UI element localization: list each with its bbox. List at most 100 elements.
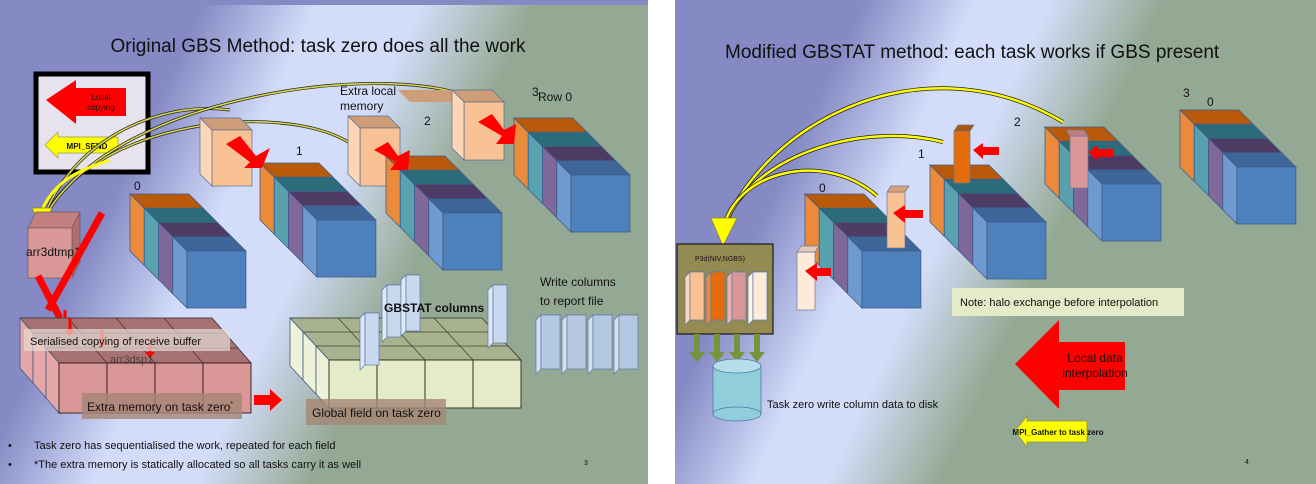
label-local-interp-line2: interpolation (1062, 366, 1127, 380)
grid-cell (472, 359, 522, 409)
label-local-interp-line1: Local data (1067, 351, 1123, 365)
p3d-column (747, 271, 768, 326)
task-2-slab (1044, 126, 1162, 242)
global-field-grid (289, 316, 522, 410)
yellow-arrow-icon (1014, 415, 1088, 449)
copy-to-global-arrow-icon (254, 389, 282, 411)
label-extra-local-memory-line1: Extra local (340, 84, 396, 98)
down-arrow-icon (689, 352, 705, 362)
task-3-slab (513, 117, 631, 233)
disk-icon (712, 358, 762, 422)
extra-local-memory-boxes (199, 89, 505, 187)
slab-front-blue (570, 174, 631, 233)
label-task-3: 3 (532, 85, 539, 99)
slab-front-blue (1236, 166, 1297, 225)
label-task-0: 0 (819, 181, 826, 195)
write-arrows (689, 334, 765, 362)
peach-box-3 (398, 89, 505, 161)
report-column (561, 314, 587, 375)
label-p3d: P3d(NIV,NGBS) (695, 256, 745, 263)
report-column (613, 314, 639, 375)
label-task-0: 0 (134, 179, 141, 193)
label-global-field: Global field on task zero (312, 406, 441, 420)
red-arrow-icon (374, 142, 410, 170)
gbstat-column (381, 284, 402, 343)
bullet-2: *The extra memory is statically allocate… (34, 459, 361, 471)
label-disk-write: Task zero write column data to disk (767, 399, 939, 411)
gbs-column-task1 (886, 185, 923, 249)
extra-memory-label-bg (82, 393, 242, 419)
label-row-0: 0 (1207, 95, 1214, 109)
curve-arrowhead-icon (710, 217, 738, 247)
report-column (587, 314, 613, 375)
red-arrow-icon (893, 205, 923, 223)
gbs-column-task0 (796, 245, 831, 311)
red-arrow-icon (478, 114, 516, 144)
red-arrow-icon (1088, 145, 1113, 161)
label-task-3: 3 (1183, 86, 1190, 100)
slide-3-canvas: Original GBS Method: task zero does all … (0, 0, 648, 484)
p3d-column (705, 271, 726, 326)
gbs-column-task3 (1065, 129, 1113, 189)
red-arrow-icon (805, 263, 831, 281)
legend-mpi-send: MPI_SEND (67, 142, 108, 151)
serialised-label-bg (24, 329, 230, 351)
report-column (535, 314, 561, 375)
label-task-1: 1 (296, 144, 303, 158)
down-arrow-icon (709, 352, 725, 362)
gbs-local-columns (796, 124, 1113, 311)
label-serialised-copying: Serialised copying of receive buffer (30, 336, 201, 348)
label-task-2: 2 (1014, 115, 1021, 129)
slab-front-blue (316, 219, 377, 278)
red-arrow-icon (226, 136, 270, 168)
label-write-columns-line1: Write columns (540, 275, 616, 289)
red-arrow-icon (973, 143, 999, 159)
task-1-slab (929, 164, 1047, 280)
local-copy-arrows (226, 114, 516, 170)
p3d-column (684, 271, 705, 326)
label-extra-memory: Extra memory on task zero* (87, 400, 233, 414)
slide-title: Original GBS Method: task zero does all … (110, 36, 526, 57)
task-1-slab (259, 162, 377, 278)
gbs-column-task2 (953, 124, 999, 184)
page-number: 4 (1245, 459, 1249, 466)
gbstat-column (487, 284, 508, 349)
gbstat-column (400, 274, 421, 337)
task-0-slab (129, 193, 247, 309)
slab-front-blue (986, 221, 1047, 280)
task-2-slab (385, 155, 503, 271)
label-write-columns-line2: to report file (540, 294, 604, 308)
local-copying-arrow-icon (46, 80, 126, 124)
label-row-0: Row 0 (538, 90, 572, 104)
label-task-2: 2 (424, 114, 431, 128)
peach-box-2 (347, 115, 401, 187)
label-arr3dtmp1: arr3dtmp1 (26, 245, 81, 259)
global-field-label-bg (306, 399, 446, 425)
label-mpi-gather: MPI_Gather to task zero (1012, 428, 1103, 437)
down-arrow-icon (749, 352, 765, 362)
mpi-send-curves (31, 82, 476, 229)
slab-front-blue (186, 250, 247, 309)
slide-3: Original GBS Method: task zero does all … (0, 0, 648, 484)
slide-title: Modified GBSTAT method: each task works … (725, 42, 1220, 63)
task-3-slab (1179, 109, 1297, 225)
gbstat-columns (359, 274, 508, 371)
gbstat-column (359, 312, 380, 371)
slab-front-blue (1101, 183, 1162, 242)
mpi-send-arrow-icon (44, 131, 119, 159)
label-gbstat-columns: GBSTAT columns (384, 301, 485, 315)
bullet-list: • Task zero has sequentialised the work,… (8, 440, 361, 471)
slab-front-blue (861, 250, 922, 309)
legend-box: Local copying MPI_SEND (33, 71, 151, 175)
bullet-icon: • (8, 440, 12, 452)
task-slabs (129, 117, 631, 309)
slab-front-blue (442, 212, 503, 271)
bullet-icon: • (8, 459, 12, 471)
legend-local-copying-line1: Local (91, 93, 110, 102)
gather-curves (710, 86, 1065, 247)
mpi-gather-arrow: MPI_Gather to task zero (1012, 415, 1104, 449)
bullet-1: Task zero has sequentialised the work, r… (34, 440, 335, 452)
slide-4-canvas: Modified GBSTAT method: each task works … (675, 0, 1316, 484)
down-arrow-icon (729, 352, 745, 362)
p3d-buffer: P3d(NIV,NGBS) (676, 243, 774, 335)
